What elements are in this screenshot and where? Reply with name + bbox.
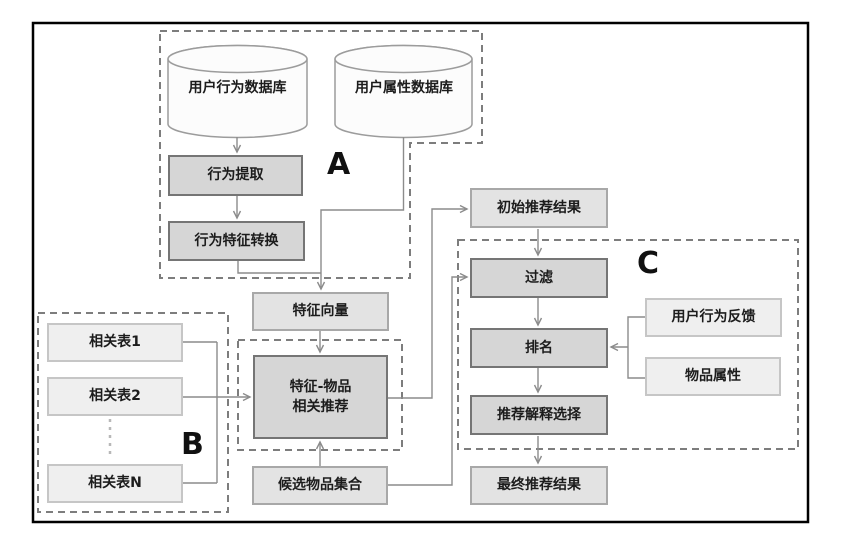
node-explanation-selection: 推荐解释选择: [470, 395, 608, 435]
node-item-attributes: 物品属性: [645, 357, 781, 396]
group-label-b: B: [181, 427, 204, 462]
node-label: 用户属性数据库: [355, 80, 453, 96]
node-user-behavior-feedback: 用户行为反馈: [645, 298, 782, 337]
node-label: 候选物品集合: [278, 477, 362, 494]
node-final-results: 最终推荐结果: [470, 466, 608, 505]
node-initial-results: 初始推荐结果: [470, 188, 608, 228]
node-user-behavior-db: 用户行为数据库: [170, 72, 305, 102]
group-a-border: [159, 30, 483, 279]
node-label: 特征向量: [292, 303, 349, 320]
node-label: 相关表N: [88, 475, 142, 492]
node-label: 行为特征转换: [194, 232, 279, 249]
node-label: 用户行为数据库: [188, 80, 287, 96]
node-related-table-n: 相关表N: [47, 464, 183, 503]
database-cylinder-icon: [334, 44, 473, 139]
node-filter: 过滤: [470, 258, 608, 298]
node-candidate-item-set: 候选物品集合: [252, 466, 388, 505]
recommend-module-border: [237, 339, 403, 451]
node-label: 用户行为反馈: [671, 309, 756, 326]
node-user-attribute-db: 用户属性数据库: [337, 72, 471, 102]
node-feature-item-recommend: 特征-物品 相关推荐: [253, 355, 388, 439]
node-label: 相关推荐: [292, 399, 349, 415]
group-b-border: [37, 312, 229, 513]
node-label: 物品属性: [685, 368, 741, 385]
node-label: 初始推荐结果: [497, 199, 581, 216]
node-label: 过滤: [525, 269, 553, 286]
connectors: [183, 137, 645, 486]
node-feature-vector: 特征向量: [252, 292, 389, 331]
database-cylinder-icon: [167, 44, 308, 139]
group-c-border: [457, 239, 799, 450]
node-ranking: 排名: [470, 328, 608, 368]
node-behavior-extraction: 行为提取: [168, 155, 303, 196]
node-label: 相关表2: [89, 388, 141, 405]
node-label: 行为提取: [207, 167, 264, 184]
group-label-a: A: [327, 147, 351, 182]
node-label: 推荐解释选择: [497, 406, 581, 423]
node-label: 相关表1: [89, 334, 141, 351]
node-related-table-1: 相关表1: [47, 323, 183, 362]
node-label: 最终推荐结果: [497, 477, 581, 494]
outer-frame: [31, 21, 810, 524]
node-label: 排名: [525, 339, 553, 356]
node-behavior-feature-transform: 行为特征转换: [168, 221, 305, 261]
node-label: 特征-物品: [289, 378, 352, 395]
node-related-table-2: 相关表2: [47, 377, 183, 416]
group-label-c: C: [637, 246, 660, 281]
